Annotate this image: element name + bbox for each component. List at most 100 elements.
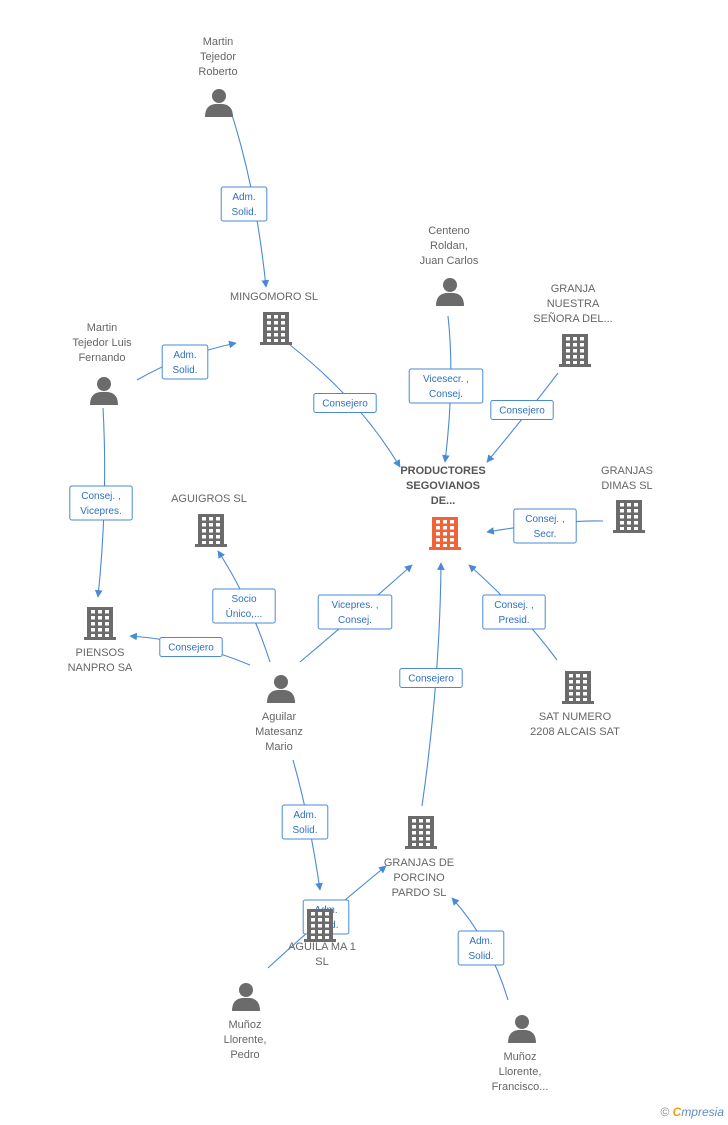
edge-granjas_porcino-to-productores[interactable]: Consejero bbox=[399, 562, 463, 807]
edge-label-text: Consej. , bbox=[81, 491, 120, 502]
edge-label-text: Consej. bbox=[338, 615, 372, 626]
person-icon bbox=[232, 983, 260, 1011]
edge-label-box bbox=[220, 186, 268, 222]
person-icon bbox=[205, 89, 233, 117]
edge-centeno-to-productores[interactable]: Vicesecr. , Consej. bbox=[408, 315, 484, 463]
node-label: Juan Carlos bbox=[420, 255, 479, 267]
edge-label-box bbox=[313, 393, 377, 413]
node-label: PIENSOS bbox=[76, 647, 125, 659]
edge-aguilar-to-productores[interactable]: Vicepres. , Consej. bbox=[299, 564, 413, 663]
node-label: MINGOMORO SL bbox=[230, 291, 318, 303]
node-label: 2208 ALCAIS SAT bbox=[530, 726, 620, 738]
person-icon bbox=[267, 675, 295, 703]
node-label: Centeno bbox=[428, 225, 470, 237]
edge-label-box bbox=[281, 804, 329, 840]
edge-label-text: Consej. , bbox=[525, 514, 564, 525]
person-icon bbox=[436, 278, 464, 306]
node-label: Martin bbox=[87, 322, 118, 334]
node-label: Francisco... bbox=[492, 1081, 549, 1093]
building-icon bbox=[84, 607, 116, 640]
brand-footer: © Cmpresia bbox=[660, 1105, 724, 1119]
edge-label-text: Consej. bbox=[429, 389, 463, 400]
edge-martin_luis-to-mingomoro[interactable]: Adm. Solid. bbox=[136, 340, 237, 381]
node-aguigros[interactable]: AGUIGROS SL bbox=[171, 493, 247, 547]
node-label: DIMAS SL bbox=[601, 480, 652, 492]
node-label: NUESTRA bbox=[547, 298, 600, 310]
node-label: SL bbox=[315, 956, 328, 968]
node-label: Matesanz bbox=[255, 726, 303, 738]
node-label: Roldan, bbox=[430, 240, 468, 252]
edge-label-text: Socio bbox=[231, 594, 256, 605]
edge-label-text: Presid. bbox=[498, 615, 529, 626]
node-label: Tejedor Luis bbox=[72, 337, 132, 349]
node-munoz_francisco[interactable]: MuñozLlorente,Francisco... bbox=[492, 1015, 549, 1093]
node-label: Tejedor bbox=[200, 51, 236, 63]
edge-label-text: Único,... bbox=[226, 607, 263, 620]
edge-label-box bbox=[161, 344, 209, 380]
building-icon bbox=[260, 312, 292, 345]
edge-label-box bbox=[408, 368, 484, 404]
edge-aguilar-to-aguigros[interactable]: SocioÚnico,... bbox=[212, 550, 276, 663]
node-label: Pedro bbox=[230, 1049, 259, 1061]
edge-martin_roberto-to-mingomoro[interactable]: Adm. Solid. bbox=[220, 114, 270, 288]
node-label: SAT NUMERO bbox=[539, 711, 612, 723]
edge-label-text: Vicepres. , bbox=[331, 600, 378, 611]
edge-label-text: Secr. bbox=[534, 529, 557, 540]
node-label: Muñoz bbox=[228, 1019, 261, 1031]
edge-munoz_francisco-to-granjas_porcino[interactable]: Adm.Solid. bbox=[451, 897, 509, 1001]
node-aguila_ma[interactable]: AGUILA MA 1SL bbox=[288, 909, 356, 968]
node-label: Mario bbox=[265, 741, 293, 753]
node-mingomoro[interactable]: MINGOMORO SL bbox=[230, 291, 318, 345]
node-label: PORCINO bbox=[393, 872, 445, 884]
edge-aguilar-to-piensos[interactable]: Consejero bbox=[129, 632, 251, 666]
node-granjas_dimas[interactable]: GRANJAS DIMAS SL bbox=[601, 465, 653, 533]
node-label: Martin bbox=[203, 36, 234, 48]
edge-label-text: Consejero bbox=[408, 674, 454, 685]
node-label: Llorente, bbox=[224, 1034, 267, 1046]
building-icon bbox=[559, 334, 591, 367]
node-sat_numero[interactable]: SAT NUMERO 2208 ALCAIS SAT bbox=[530, 671, 620, 738]
edge-label-text: Solid. bbox=[292, 825, 317, 836]
node-productores[interactable]: PRODUCTORESSEGOVIANOSDE... bbox=[400, 465, 486, 550]
edge-sat_numero-to-productores[interactable]: Consej. ,Presid. bbox=[468, 564, 558, 661]
building-icon bbox=[429, 517, 461, 550]
node-label: Llorente, bbox=[499, 1066, 542, 1078]
edge-label-text: Adm. bbox=[469, 936, 492, 947]
edge-label-text: Solid. bbox=[172, 365, 197, 376]
edge-mingomoro-to-productores[interactable]: Consejero bbox=[289, 344, 401, 468]
node-label: PRODUCTORES bbox=[400, 465, 485, 477]
node-label: GRANJAS bbox=[601, 465, 653, 477]
building-icon bbox=[304, 909, 336, 942]
edge-granja_nuestra-to-productores[interactable]: Consejero bbox=[486, 372, 559, 463]
edge-aguilar-to-aguila_ma[interactable]: Adm. Solid. bbox=[281, 759, 329, 891]
node-label: Fernando bbox=[78, 352, 125, 364]
node-label: SEÑORA DEL... bbox=[533, 312, 612, 325]
edge-label-box bbox=[513, 508, 577, 544]
edge-label-text: Consejero bbox=[322, 399, 368, 410]
building-icon bbox=[562, 671, 594, 704]
edge-label-text: Vicepres. bbox=[80, 506, 122, 517]
node-label: Aguilar bbox=[262, 711, 297, 723]
edge-label-text: Adm. bbox=[232, 192, 255, 203]
edge-martin_luis-to-piensos[interactable]: Consej. , Vicepres. bbox=[69, 407, 133, 598]
edge-label-text: Consejero bbox=[499, 406, 545, 417]
node-label: AGUIGROS SL bbox=[171, 493, 247, 505]
edge-label-text: Adm. bbox=[293, 810, 316, 821]
edge-granjas_dimas-to-productores[interactable]: Consej. , Secr. bbox=[486, 508, 604, 544]
edge-label-text: Vicesecr. , bbox=[423, 374, 469, 385]
edge-label-box bbox=[482, 594, 546, 630]
edge-label-box bbox=[399, 668, 463, 688]
edge-label-box bbox=[159, 637, 223, 657]
edge-label-text: Solid. bbox=[231, 207, 256, 218]
edge-label-text: Adm. bbox=[173, 350, 196, 361]
edge-label-box bbox=[212, 588, 276, 624]
